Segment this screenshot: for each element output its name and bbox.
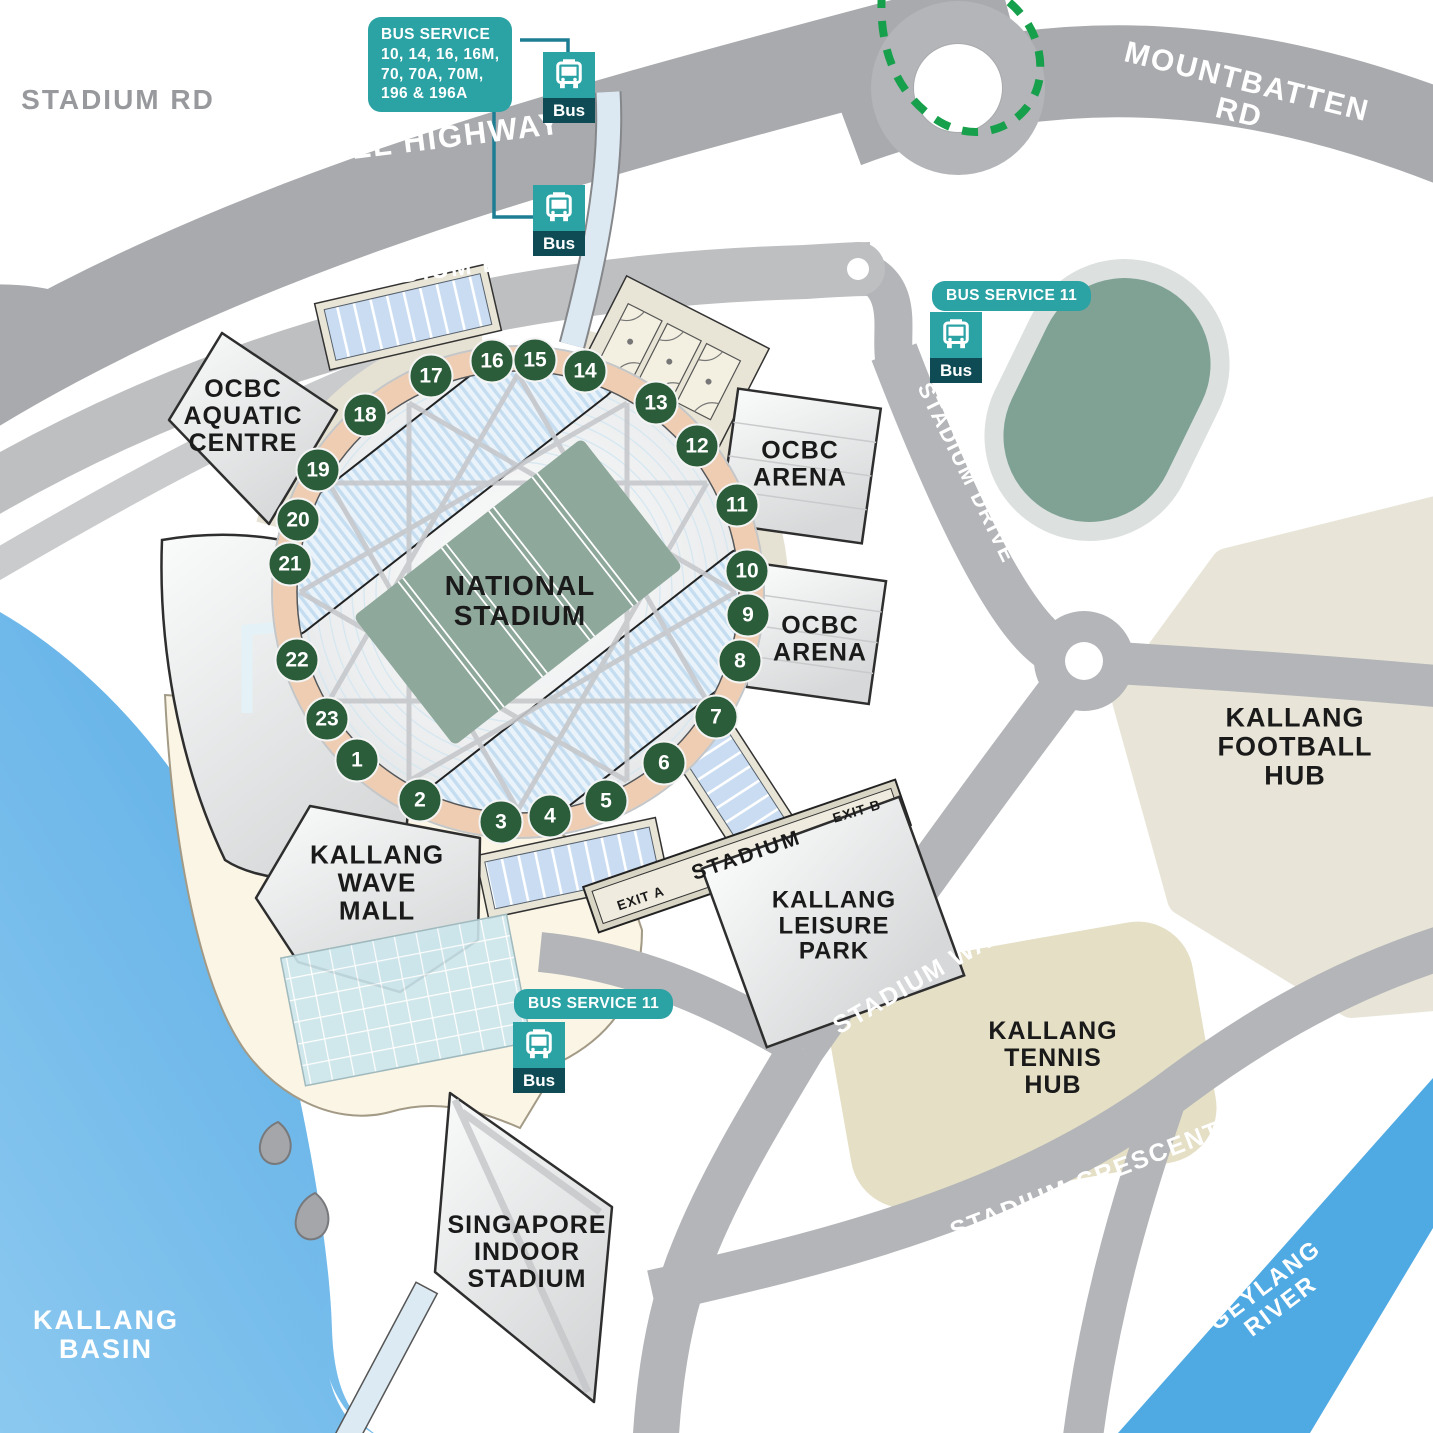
singapore-indoor-stadium-building xyxy=(433,1091,614,1404)
venue-label-kallang-tennis-hub: KALLANG TENNIS HUB xyxy=(988,1016,1118,1099)
stand-south xyxy=(474,816,670,920)
bus-callout-connectors xyxy=(492,38,570,219)
ocbc-arena-north-building xyxy=(717,387,883,545)
teardrop-sculptures xyxy=(258,1120,330,1241)
bus-icon xyxy=(513,1022,565,1068)
venue-label-kallang-leisure-park: KALLANG LEISURE PARK xyxy=(771,886,897,965)
geylang-river-water xyxy=(1118,1078,1433,1433)
venue-label-ocbc-aquatic-centre: OCBC AQUATIC CENTRE xyxy=(183,374,303,457)
kallang-leisure-park-building xyxy=(700,795,966,1049)
practice-track-oval xyxy=(984,259,1230,541)
road-stub-nw xyxy=(0,284,126,352)
bus-route-dashed xyxy=(877,0,1045,136)
mall-glass-roof xyxy=(279,913,533,1087)
pier xyxy=(292,1281,439,1433)
bus-stop-label: Bus xyxy=(513,1068,565,1093)
venue-label-national-stadium: NATIONAL STADIUM xyxy=(444,570,596,631)
stadium-roof-panels xyxy=(293,367,743,817)
bus-icon xyxy=(930,312,982,358)
venue-label-kallang-football-hub: KALLANG FOOTBALL HUB xyxy=(1217,702,1373,791)
bus-icon xyxy=(543,52,595,98)
bus-stop-service-11-south: Bus xyxy=(513,1022,565,1093)
venue-label-kallang-wave-mall: KALLANG WAVE MALL xyxy=(309,839,445,925)
road-label-stadium-rd: STADIUM RD xyxy=(21,84,215,116)
bus-service-11-callout-south: BUS SERVICE 11 xyxy=(514,989,674,1019)
bus-service-11-callout-north: BUS SERVICE 11 xyxy=(932,281,1092,311)
bus-stop-label: Bus xyxy=(543,98,595,123)
road-stadium-drive-upper xyxy=(0,242,871,514)
bus-stop-label: Bus xyxy=(930,358,982,383)
road-crescent-branch xyxy=(1063,1087,1187,1433)
roundabout-small-island xyxy=(847,258,869,280)
pedestrian-bridge xyxy=(560,91,621,348)
bus-stop-stadium-drive: Bus xyxy=(533,185,585,256)
ramp-loop-island xyxy=(914,44,1002,132)
venue-label-ocbc-arena-north: OCBC ARENA xyxy=(753,436,847,491)
bus-stop-nicoll-highway: Bus xyxy=(543,52,595,123)
ocbc-arena-south-building xyxy=(744,562,888,706)
national-stadium-dome xyxy=(293,367,743,817)
stadium-pitch xyxy=(355,440,681,744)
road-ramp-loop xyxy=(871,1,1045,175)
road-stadium-walk-tail xyxy=(633,1036,822,1433)
west-wing-skylight xyxy=(241,621,281,713)
stand-north xyxy=(313,263,503,371)
road-stub-sw xyxy=(0,348,406,581)
ocbc-aquatic-centre-building xyxy=(167,331,339,526)
bus-icon xyxy=(533,185,585,231)
bus-stop-label: Bus xyxy=(533,231,585,256)
bus-stop-service-11-north: Bus xyxy=(930,312,982,383)
water-label-kallang-basin: KALLANG BASIN xyxy=(33,1305,179,1364)
venue-label-ocbc-arena-south: OCBC ARENA xyxy=(773,611,867,666)
venue-label-singapore-indoor-stadium: SINGAPORE INDOOR STADIUM xyxy=(447,1210,607,1293)
bus-service-main-callout: BUS SERVICE 10, 14, 16, 16M, 70, 70A, 70… xyxy=(368,17,513,113)
roundabout-large-island xyxy=(1065,642,1103,680)
